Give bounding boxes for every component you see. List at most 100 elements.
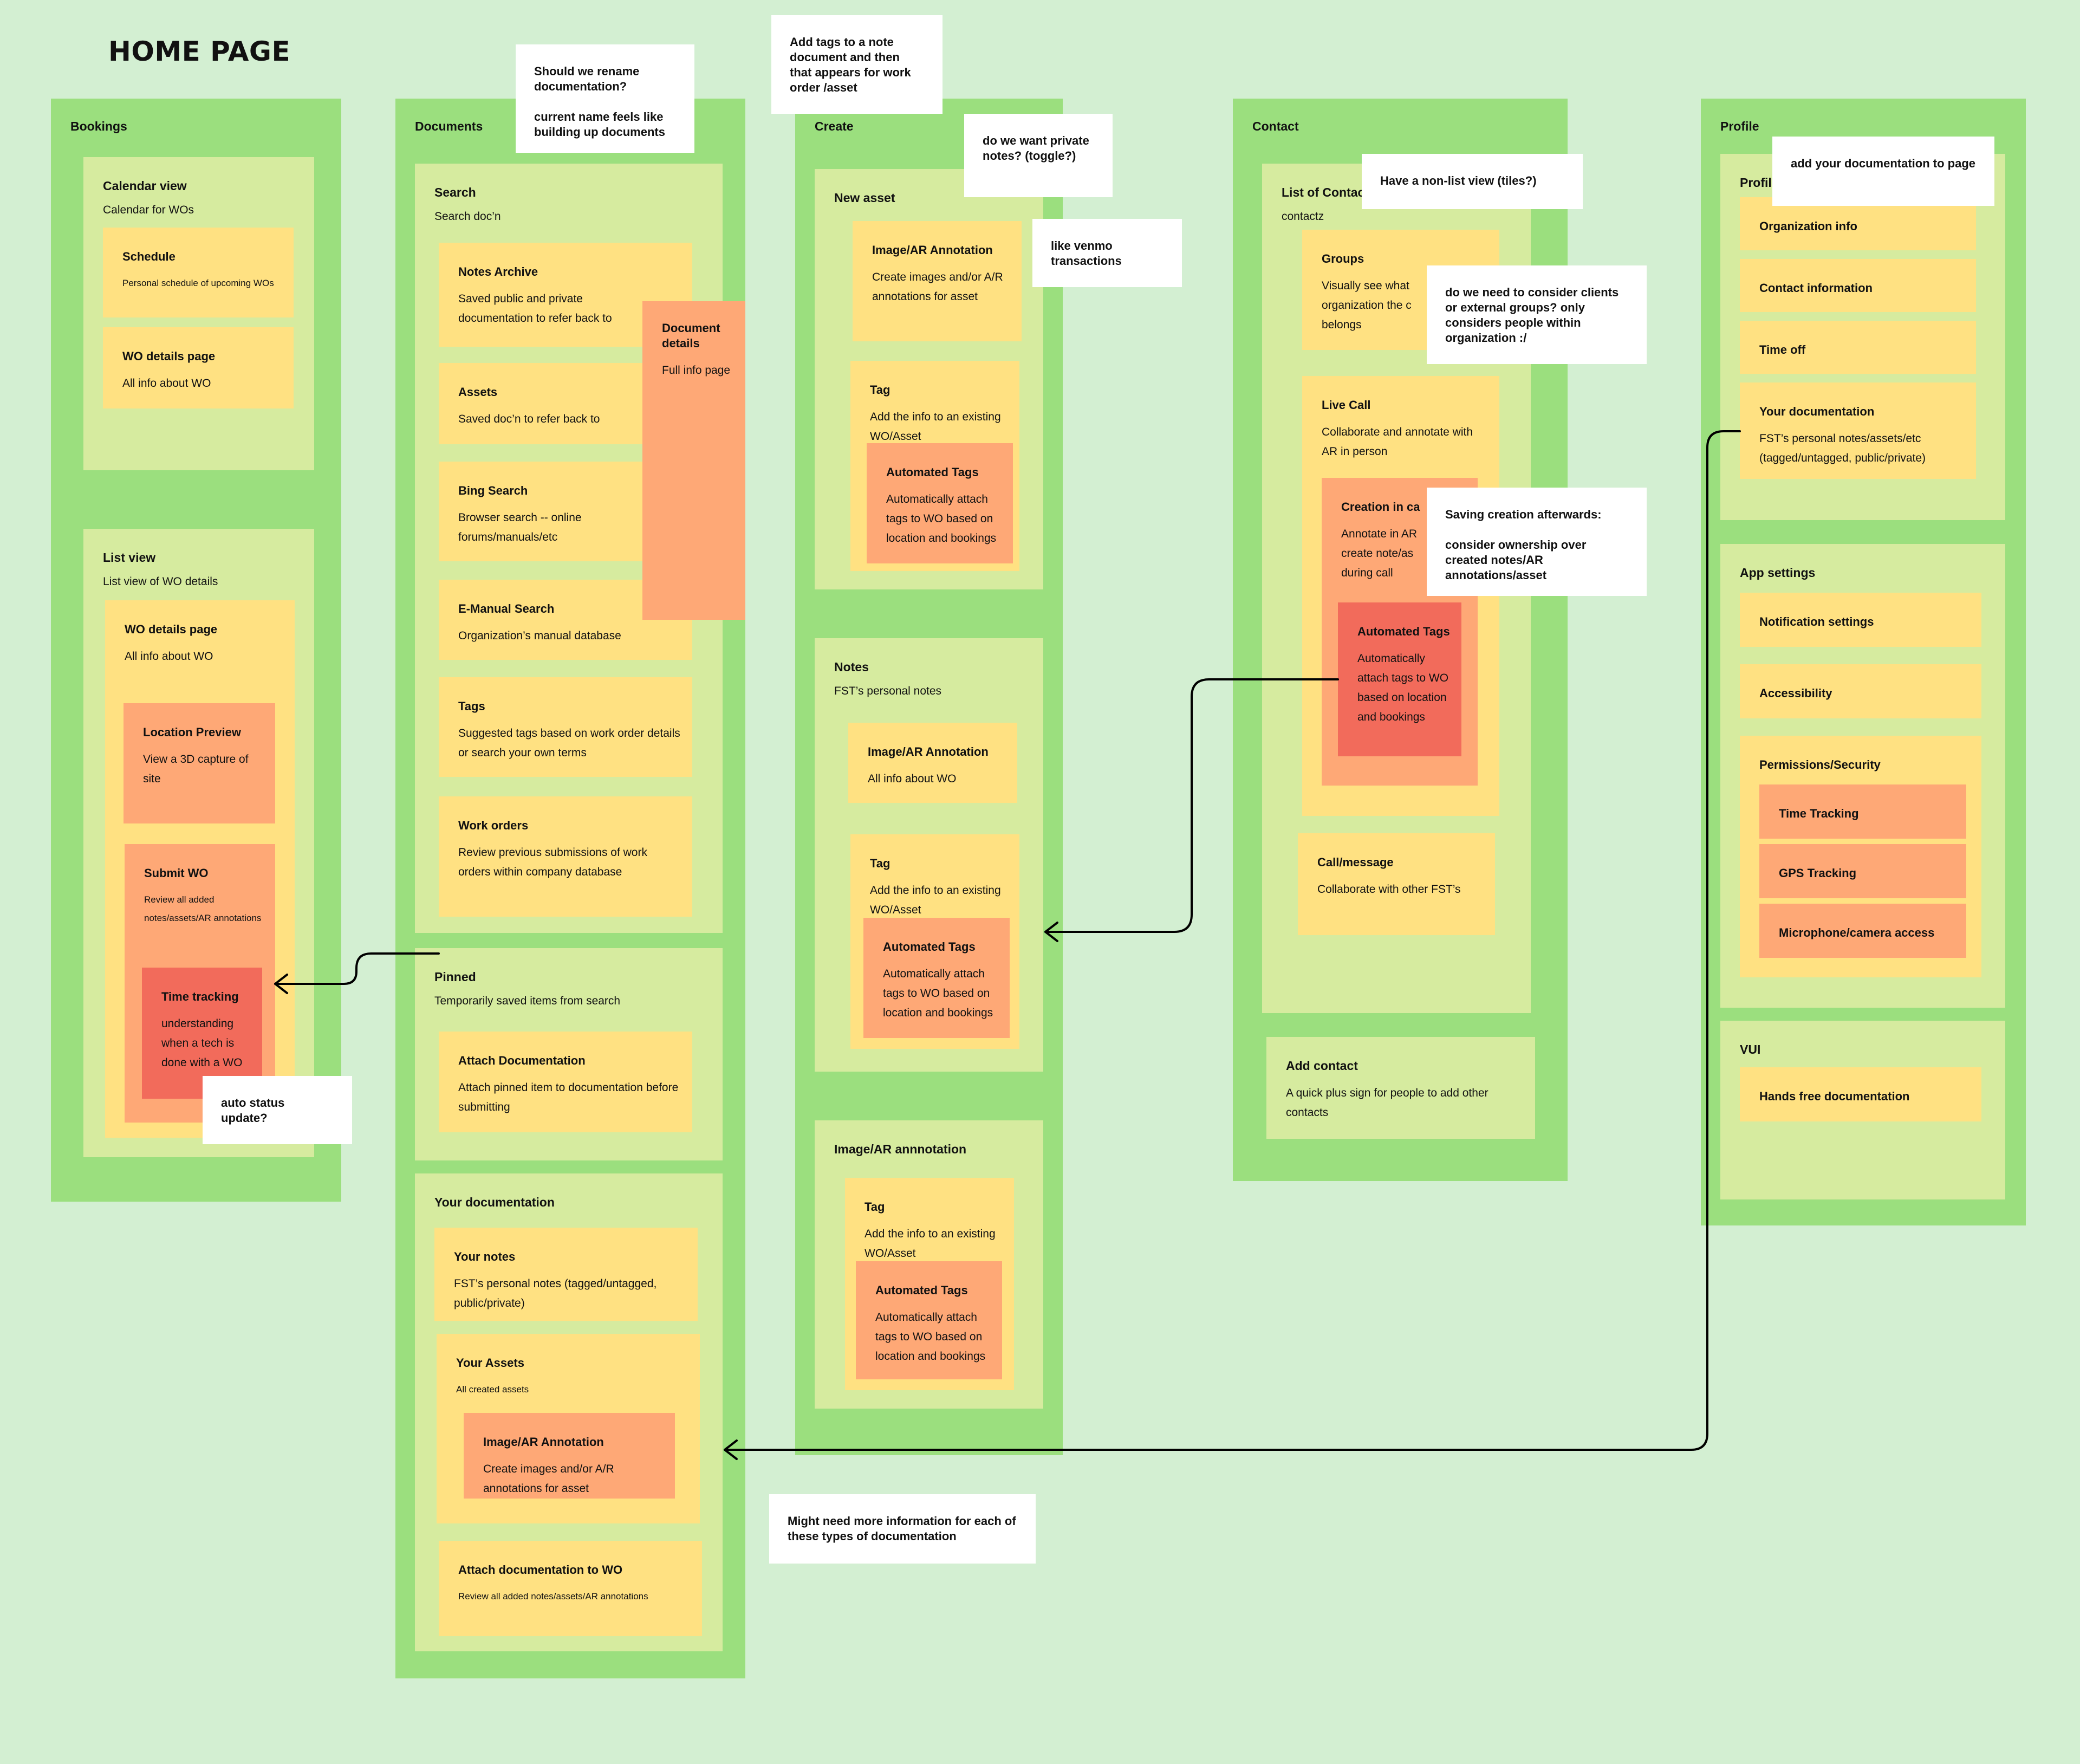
section-description: List view of WO details <box>103 575 218 588</box>
card-description: Saved public and private documentation t… <box>458 293 612 325</box>
column-label: Create <box>815 119 854 133</box>
card-title: Tag <box>864 1200 885 1214</box>
comment-venmo[interactable]: like venmo transactions <box>1032 219 1182 287</box>
page-title: HOME PAGE <box>108 36 291 67</box>
card-description: Add the info to an existing WO/Asset <box>864 1228 996 1260</box>
card-description: FST’s personal notes/assets/etc (tagged/… <box>1759 432 1926 464</box>
column-label: Contact <box>1252 119 1299 133</box>
card-title: Accessibility <box>1759 686 1832 700</box>
card-description: View a 3D capture of site <box>143 753 249 785</box>
card-title: Document details <box>662 321 720 350</box>
card-time-tracking[interactable]: Time Tracking <box>1759 784 1966 839</box>
connector-arrowhead <box>1044 922 1058 942</box>
comment-more-information[interactable]: Might need more information for each of … <box>769 1494 1036 1564</box>
card-time-off[interactable]: Time off <box>1740 321 1976 374</box>
card-title: Time off <box>1759 343 1806 356</box>
comment-text: do we want private notes? (toggle?) <box>983 134 1089 163</box>
comment-text: Have a non-list view (tiles?) <box>1380 174 1537 187</box>
comment-rename-documentation[interactable]: Should we rename documentation? current … <box>516 44 694 153</box>
card-description: Organization’s manual database <box>458 630 621 642</box>
card-automated-tags[interactable]: Automated Tags Automatically attach tags… <box>856 1261 1002 1379</box>
card-schedule[interactable]: Schedule Personal schedule of upcoming W… <box>103 228 294 317</box>
comment-private-notes[interactable]: do we want private notes? (toggle?) <box>964 114 1113 197</box>
comment-clients-external-groups[interactable]: do we need to consider clients or extern… <box>1427 265 1647 364</box>
section-title: Notes <box>834 660 869 674</box>
card-location-preview[interactable]: Location Preview View a 3D capture of si… <box>123 703 275 823</box>
card-description: Browser search -- online forums/manuals/… <box>458 511 582 543</box>
card-description: All info about WO <box>868 773 957 785</box>
card-call-message[interactable]: Call/message Collaborate with other FST’… <box>1298 833 1495 935</box>
card-image-ar-annotation[interactable]: Image/AR Annotation Create images and/or… <box>853 221 1022 341</box>
card-title: Organization info <box>1759 219 1857 233</box>
section-title: List view <box>103 550 156 565</box>
connector-pinned-to-time-tracking <box>274 952 440 985</box>
card-automated-tags[interactable]: Automated Tags Automatically attach tags… <box>867 443 1013 563</box>
connector-arrowhead <box>724 1439 738 1460</box>
connector-profile-doc-to-your-documentation <box>724 430 1741 1451</box>
section-title: Calendar view <box>103 179 187 193</box>
card-attach-documentation-to-wo[interactable]: Attach documentation to WO Review all ad… <box>439 1541 702 1636</box>
comment-auto-status-update[interactable]: auto status update? <box>203 1076 352 1144</box>
card-title: Image/AR Annotation <box>872 243 993 257</box>
card-description: Saved doc’n to refer back to <box>458 413 600 425</box>
card-title: Contact information <box>1759 281 1873 295</box>
card-title: Automated Tags <box>883 940 976 954</box>
card-title: Schedule <box>122 250 176 263</box>
card-notification-settings[interactable]: Notification settings <box>1740 593 1981 647</box>
card-document-details[interactable]: Document details Full info page <box>642 301 745 620</box>
comment-add-your-documentation[interactable]: add your documentation to page <box>1772 137 1994 206</box>
card-your-notes[interactable]: Your notes FST’s personal notes (tagged/… <box>434 1228 698 1321</box>
card-description: Review all added notes/assets/AR annotat… <box>458 1591 648 1601</box>
card-automated-tags[interactable]: Automated Tags Automatically attach tags… <box>863 918 1010 1038</box>
section-title: New asset <box>834 191 895 205</box>
card-title: Image/AR Annotation <box>868 745 989 758</box>
comment-text: auto status update? <box>221 1096 285 1125</box>
card-title: Notes Archive <box>458 265 538 278</box>
card-title: Time tracking <box>161 990 239 1003</box>
card-gps-tracking[interactable]: GPS Tracking <box>1759 844 1966 898</box>
card-automated-tags[interactable]: Automated Tags Automatically attach tags… <box>1338 602 1461 756</box>
card-description: Add the info to an existing WO/Asset <box>870 411 1001 443</box>
card-image-ar-annotation[interactable]: Image/AR Annotation Create images and/or… <box>464 1413 675 1499</box>
comment-add-tags[interactable]: Add tags to a note document and then tha… <box>771 15 942 114</box>
card-title: Submit WO <box>144 866 209 880</box>
card-image-ar-annotation-notes[interactable]: Image/AR Annotation All info about WO <box>848 723 1017 803</box>
section-title: VUI <box>1740 1042 1761 1056</box>
card-work-orders[interactable]: Work orders Review previous submissions … <box>439 796 692 917</box>
comment-text: like venmo transactions <box>1051 239 1122 268</box>
column-label: Profile <box>1720 119 1759 133</box>
card-contact-information[interactable]: Contact information <box>1740 259 1976 312</box>
card-tags[interactable]: Tags Suggested tags based on work order … <box>439 677 692 777</box>
card-title: Groups <box>1322 252 1364 265</box>
connector-arrowhead <box>274 974 288 994</box>
card-organization-info[interactable]: Organization info <box>1740 197 1976 250</box>
section-description: Search doc’n <box>434 210 501 223</box>
card-attach-documentation[interactable]: Attach Documentation Attach pinned item … <box>439 1032 692 1132</box>
section-description: FST’s personal notes <box>834 685 942 697</box>
card-title: Automated Tags <box>1357 625 1450 638</box>
section-description: Calendar for WOs <box>103 204 194 216</box>
section-add-contact[interactable]: Add contact A quick plus sign for people… <box>1266 1037 1535 1139</box>
card-description: Automatically attach tags to WO based on… <box>883 968 993 1019</box>
card-description: understanding when a tech is done with a… <box>161 1017 243 1069</box>
card-your-documentation[interactable]: Your documentation FST’s personal notes/… <box>1740 382 1976 479</box>
section-title: Pinned <box>434 970 476 984</box>
card-title: Your documentation <box>1759 405 1875 418</box>
comment-saving-creation[interactable]: Saving creation afterwards: consider own… <box>1427 488 1647 596</box>
card-description: Automatically attach tags to WO based on… <box>1357 652 1449 723</box>
card-title: Tag <box>870 383 890 397</box>
card-wo-details[interactable]: WO details page All info about WO <box>103 327 294 408</box>
section-title: App settings <box>1740 566 1816 580</box>
section-title: Image/AR annnotation <box>834 1142 967 1156</box>
card-description: Collaborate with other FST’s <box>1317 883 1461 896</box>
section-title: Search <box>434 185 476 199</box>
section-title: Your documentation <box>434 1195 555 1209</box>
card-description: Create images and/or A/R annotations for… <box>872 271 1003 303</box>
comment-non-list-view[interactable]: Have a non-list view (tiles?) <box>1362 154 1583 209</box>
card-hands-free-documentation[interactable]: Hands free documentation <box>1740 1067 1981 1121</box>
card-microphone-camera-access[interactable]: Microphone/camera access <box>1759 904 1966 958</box>
card-accessibility[interactable]: Accessibility <box>1740 664 1981 718</box>
card-description: Annotate in AR create note/as during cal… <box>1341 528 1418 579</box>
card-description: Full info page <box>662 364 731 377</box>
